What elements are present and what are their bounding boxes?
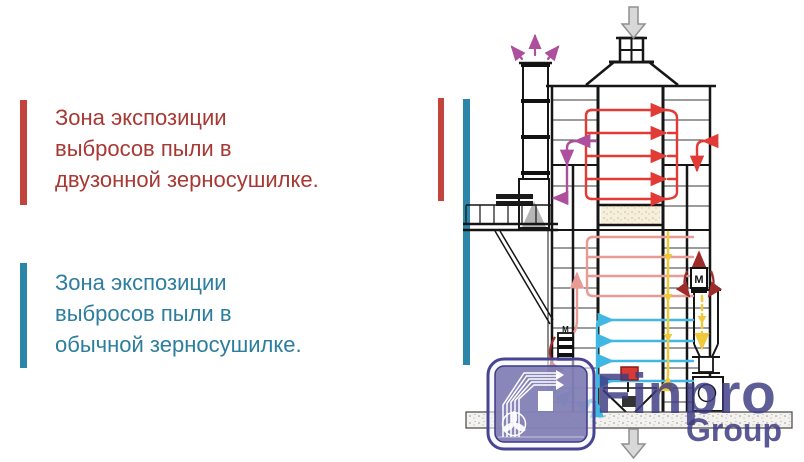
chimney xyxy=(519,61,552,180)
exhaust-flow xyxy=(551,133,598,206)
discharge-airlock xyxy=(620,366,639,381)
caption-two-zone-dryer: Зона экспозиции выбросов пыли в двузонно… xyxy=(55,102,319,195)
cyclone-and-platform xyxy=(463,178,558,325)
warm-air-flow xyxy=(564,235,695,343)
caption-line: Зона экспозиции xyxy=(55,105,227,130)
caption-line: обычной зерносушилке. xyxy=(55,332,302,357)
zone-marker-red xyxy=(438,98,444,201)
fan-motor-left: M xyxy=(547,325,574,374)
cool-air-flow xyxy=(541,312,695,418)
exhaust-stack-arrows xyxy=(510,33,560,62)
caption-accent-bar-red xyxy=(20,100,27,205)
base-foundation xyxy=(465,411,793,429)
caption-line: выбросов пыли в xyxy=(55,301,232,326)
caption-line: Зона экспозиции xyxy=(55,270,227,295)
zone-marker-blue xyxy=(463,99,470,365)
hot-air-flow xyxy=(584,102,719,207)
right-discharge-duct xyxy=(691,289,724,412)
motor-label: M xyxy=(694,274,703,286)
caption-line: двузонной зерносушилке. xyxy=(55,167,319,192)
caption-regular-dryer: Зона экспозиции выбросов пыли в обычной … xyxy=(55,267,302,360)
caption-line: выбросов пыли в xyxy=(55,136,232,161)
grain-flow xyxy=(655,230,710,392)
caption-accent-bar-blue xyxy=(20,263,27,368)
grain-outlet-arrow-icon xyxy=(620,428,647,460)
grain-inlet-arrow-icon xyxy=(620,6,647,40)
fan-motor-right: M xyxy=(675,250,723,298)
motor-label: M xyxy=(562,325,569,334)
